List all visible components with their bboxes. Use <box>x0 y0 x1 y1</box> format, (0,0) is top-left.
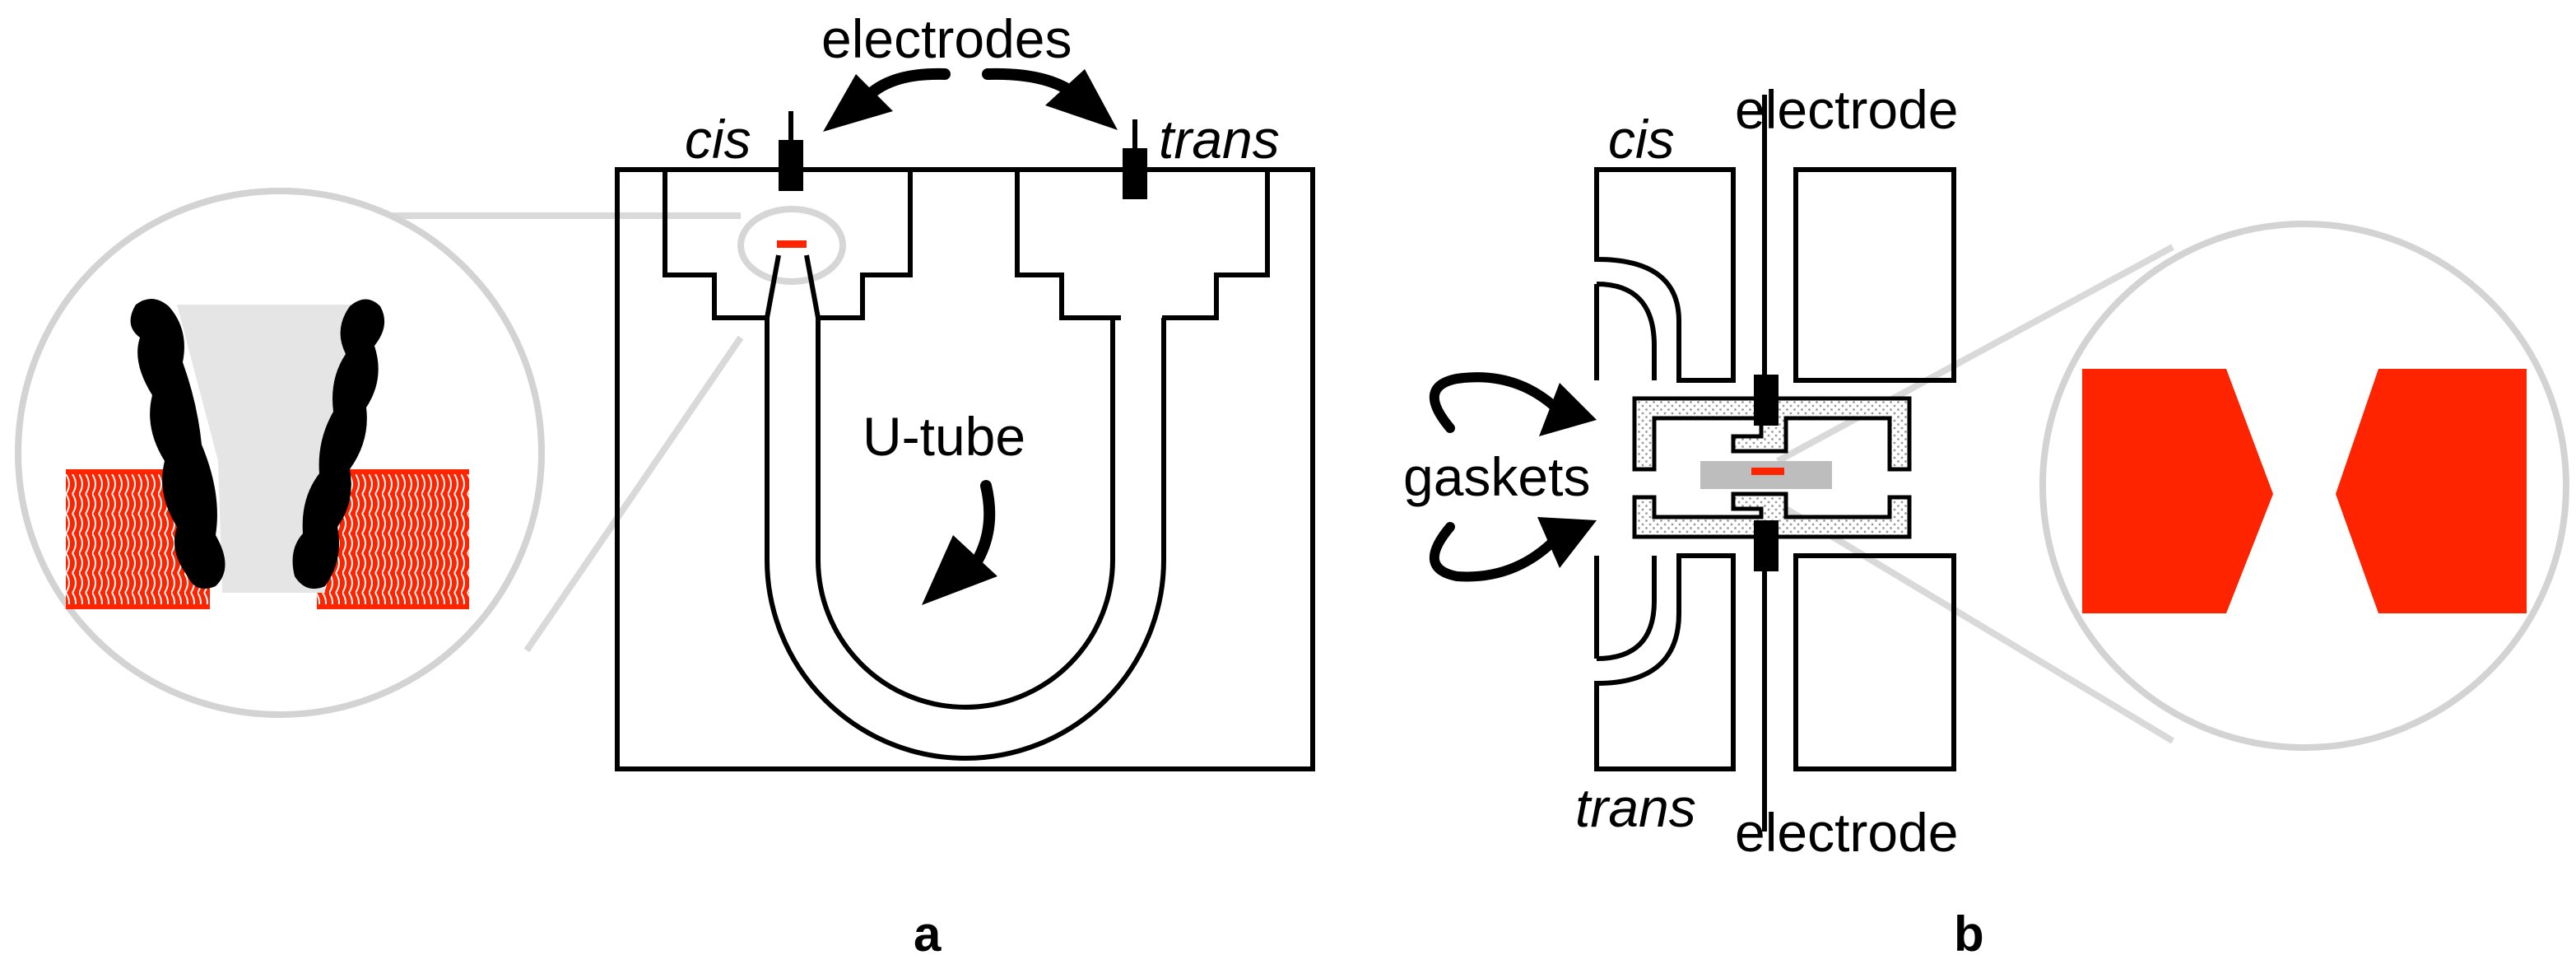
trans-label-b: trans <box>1575 777 1696 838</box>
trans-chamber <box>1015 170 1121 320</box>
gasket-bottom <box>1632 491 1912 539</box>
gasket-top <box>1632 396 1912 472</box>
trans-electrode <box>1123 119 1147 199</box>
top-electrode <box>1754 95 1779 426</box>
right-top-block <box>1793 167 1956 383</box>
gasket-arrow-top <box>1430 372 1560 433</box>
aperture-highlight <box>737 206 846 285</box>
cis-label-b: cis <box>1608 109 1675 170</box>
trans-label-a: trans <box>1159 109 1280 170</box>
cis-label-a: cis <box>685 109 751 170</box>
membrane-aperture <box>777 240 807 248</box>
aperture-wall-left <box>2082 369 2273 613</box>
pore-protein-right <box>292 299 385 589</box>
gaskets-label: gaskets <box>1403 446 1590 507</box>
arrow-to-trans-electrode <box>982 68 1076 96</box>
right-bottom-block <box>1793 553 1956 771</box>
membrane-aperture-b <box>1751 468 1784 475</box>
utube-label: U-tube <box>863 406 1025 467</box>
electrode-bottom-label: electrode <box>1735 802 1959 863</box>
panel-a: electrodes cis trans U-tube a <box>15 8 1315 962</box>
cis-chamber <box>663 170 767 320</box>
electrodes-label: electrodes <box>821 8 1072 69</box>
electrode-top-label: electrode <box>1735 79 1959 140</box>
cis-block <box>1594 167 1736 383</box>
nanopore-zoom-circle <box>15 188 744 718</box>
gasket-arrow-bottom <box>1430 522 1560 582</box>
aperture-wall-right <box>2336 369 2527 613</box>
bottom-electrode <box>1754 520 1779 832</box>
pore-protein-left <box>130 298 226 589</box>
panel-a-letter: a <box>914 906 942 962</box>
arrow-to-cis-electrode <box>867 68 951 98</box>
aperture-zoom-circle <box>1775 221 2569 751</box>
utube <box>765 318 1166 761</box>
trans-block <box>1594 553 1736 771</box>
panel-b-letter: b <box>1954 906 1984 962</box>
cis-electrode <box>779 111 803 191</box>
utube-arrow <box>972 480 996 566</box>
panel-b: cis electrode gaskets trans electrode b <box>1403 79 2569 962</box>
utube-apparatus-box <box>615 167 1315 771</box>
